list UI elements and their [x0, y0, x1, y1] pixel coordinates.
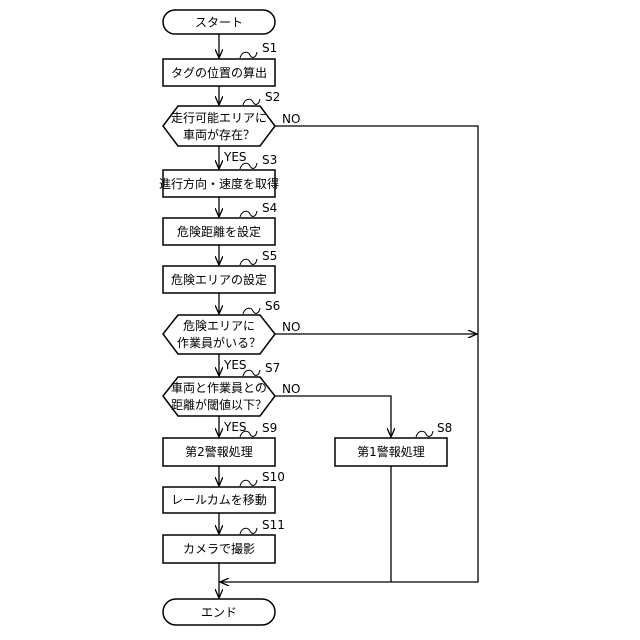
decision-s7-line2: 距離が閾値以下？	[171, 397, 267, 412]
step-s10-leader	[240, 480, 257, 486]
step-s3-id: S3	[262, 153, 277, 167]
step-s3-leader	[240, 163, 257, 169]
decision-s2-line2: 車両が存在？	[183, 127, 255, 142]
step-s10-text: レールカムを移動	[171, 493, 267, 507]
start-label: スタート	[195, 16, 243, 30]
decision-s7-leader	[243, 370, 260, 376]
step-s3-text: 進行方向・速度を取得	[159, 176, 279, 191]
arrow-s7-no	[275, 396, 391, 437]
step-s11: カメラで撮影 S11	[163, 518, 285, 563]
step-s1-id: S1	[262, 41, 277, 55]
step-s11-id: S11	[262, 518, 285, 532]
decision-s6-yes-label: YES	[223, 358, 247, 372]
step-s5: 危険エリアの設定 S5	[163, 249, 277, 293]
step-s5-leader	[240, 259, 257, 265]
decision-s7-line1: 車両と作業員との	[171, 381, 267, 395]
step-s1-text: タグの位置の算出	[171, 65, 267, 80]
decision-s6-no-label: NO	[282, 320, 300, 334]
step-s8-text: 第1警報処理	[357, 444, 425, 459]
decision-s2-id: S2	[265, 90, 280, 104]
step-s9: 第2警報処理 S9	[163, 421, 277, 466]
step-s10-id: S10	[262, 470, 285, 484]
step-s9-text: 第2警報処理	[185, 444, 253, 459]
step-s9-id: S9	[262, 421, 277, 435]
decision-s6-line2: 作業員がいる？	[177, 335, 261, 350]
step-s10: レールカムを移動 S10	[163, 470, 285, 513]
end-label: エンド	[201, 606, 237, 620]
step-s4-id: S4	[262, 201, 277, 215]
end-terminal: エンド	[163, 599, 275, 625]
decision-s6-line1: 危険エリアに	[183, 319, 255, 333]
decision-s6-id: S6	[265, 299, 280, 313]
decision-s6-leader	[243, 308, 260, 314]
decision-s2-leader	[243, 99, 260, 105]
decision-s2: 走行可能エリアに 車両が存在？ S2 NO YES	[163, 90, 300, 164]
step-s1: タグの位置の算出 S1	[163, 41, 277, 86]
decision-s2-yes-label: YES	[223, 150, 247, 164]
step-s5-text: 危険エリアの設定	[171, 272, 267, 287]
decision-s7-no-label: NO	[282, 382, 300, 396]
decision-s2-no-label: NO	[282, 112, 300, 126]
step-s4-leader	[240, 211, 257, 217]
decision-s7-id: S7	[265, 361, 280, 375]
decision-s2-line1: 走行可能エリアに	[171, 111, 267, 125]
step-s4: 危険距離を設定 S4	[163, 201, 277, 245]
step-s11-leader	[240, 528, 257, 534]
step-s1-leader	[240, 52, 257, 58]
step-s5-id: S5	[262, 249, 277, 263]
step-s4-text: 危険距離を設定	[177, 224, 261, 239]
step-s9-leader	[240, 431, 257, 437]
start-terminal: スタート	[163, 10, 275, 34]
step-s8-leader	[416, 431, 433, 437]
step-s8-id: S8	[437, 421, 452, 435]
step-s8: 第1警報処理 S8	[335, 421, 452, 466]
step-s11-text: カメラで撮影	[183, 542, 255, 556]
